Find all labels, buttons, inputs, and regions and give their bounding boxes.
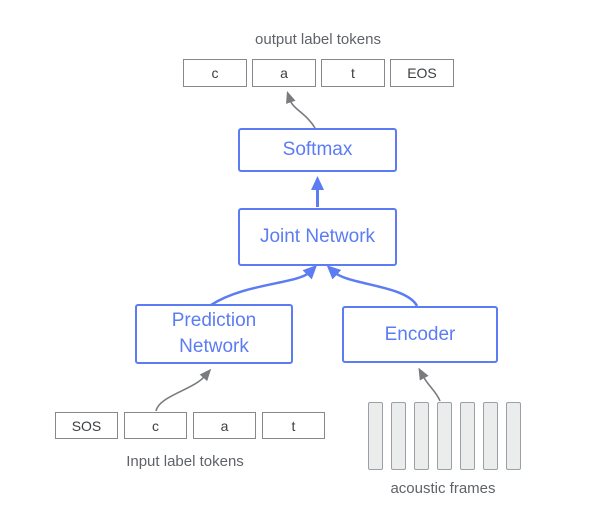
joint-network-block: Joint Network: [238, 208, 397, 266]
token-box: c: [183, 59, 247, 87]
acoustic-frame-bar: [506, 402, 521, 470]
acoustic-frame-bar: [414, 402, 429, 470]
prediction-network-block: Prediction Network: [135, 304, 293, 364]
token-box: SOS: [55, 412, 118, 439]
token-box: t: [262, 412, 325, 439]
frames-to-encoder-arrow: [418, 367, 441, 402]
joint-network-block-label: Joint Network: [259, 226, 376, 248]
prediction-to-joint-arrow: [210, 264, 318, 307]
acoustic-frame-bar: [368, 402, 383, 470]
acoustic-frames-caption: acoustic frames: [390, 480, 496, 497]
acoustic-frame-bar: [437, 402, 452, 470]
acoustic-frame-bar: [391, 402, 406, 470]
softmax-block-label: Softmax: [282, 139, 353, 161]
acoustic-frames: [368, 402, 521, 470]
output-label-tokens-caption: output label tokens: [255, 31, 381, 48]
prediction-network-label-line2: Network: [179, 336, 249, 357]
encoder-to-joint-arrow: [326, 265, 419, 307]
token-box: a: [252, 59, 316, 87]
token-box: EOS: [390, 59, 454, 87]
input-to-prediction-arrow: [155, 368, 212, 412]
encoder-block-label: Encoder: [384, 323, 456, 345]
encoder-block: Encoder: [342, 306, 498, 363]
acoustic-frame-bar: [483, 402, 498, 470]
acoustic-frame-bar: [460, 402, 475, 470]
token-box: t: [321, 59, 385, 87]
softmax-to-output-arrow: [286, 90, 316, 129]
token-box: c: [124, 412, 187, 439]
token-box: a: [193, 412, 256, 439]
input-label-tokens-caption: Input label tokens: [126, 453, 244, 470]
softmax-block: Softmax: [238, 128, 397, 172]
prediction-network-label-line1: Prediction: [171, 310, 257, 332]
